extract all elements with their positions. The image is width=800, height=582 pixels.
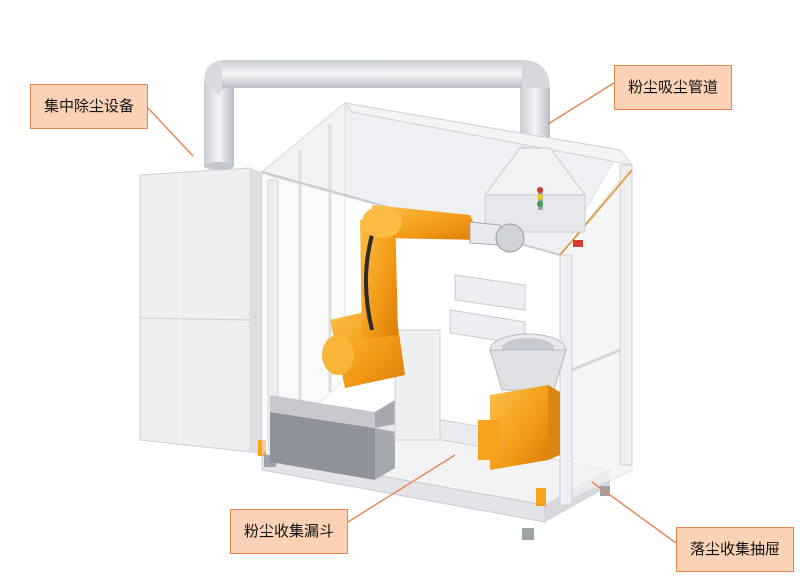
callout-dust-collection-drawer: 落尘收集抽屉 bbox=[676, 527, 794, 572]
industrial-robot bbox=[322, 205, 525, 388]
callout-central-dust-removal-text: 集中除尘设备 bbox=[43, 97, 134, 115]
callout-dust-collection-funnel-text: 粉尘收集漏斗 bbox=[243, 522, 334, 540]
leader-line-collection-drawer bbox=[591, 481, 677, 544]
leader-line-dust-removal bbox=[147, 107, 194, 157]
leader-line-collection-funnel bbox=[347, 454, 456, 523]
callout-dust-suction-duct: 粉尘吸尘管道 bbox=[614, 65, 732, 110]
dust-collection-drawer bbox=[394, 274, 526, 441]
leader-line-suction-duct bbox=[547, 82, 615, 125]
callout-dust-collection-funnel: 粉尘收集漏斗 bbox=[230, 509, 348, 554]
callout-central-dust-removal: 集中除尘设备 bbox=[30, 84, 148, 129]
callout-dust-collection-drawer-text: 落尘收集抽屉 bbox=[689, 540, 780, 558]
callout-dust-suction-duct-text: 粉尘吸尘管道 bbox=[627, 78, 718, 96]
dust-removal-cabinet bbox=[139, 167, 262, 455]
dust-suction-duct bbox=[204, 60, 550, 170]
leader-lines bbox=[147, 82, 677, 544]
rotary-station bbox=[478, 333, 567, 470]
dust-hood bbox=[484, 147, 586, 233]
